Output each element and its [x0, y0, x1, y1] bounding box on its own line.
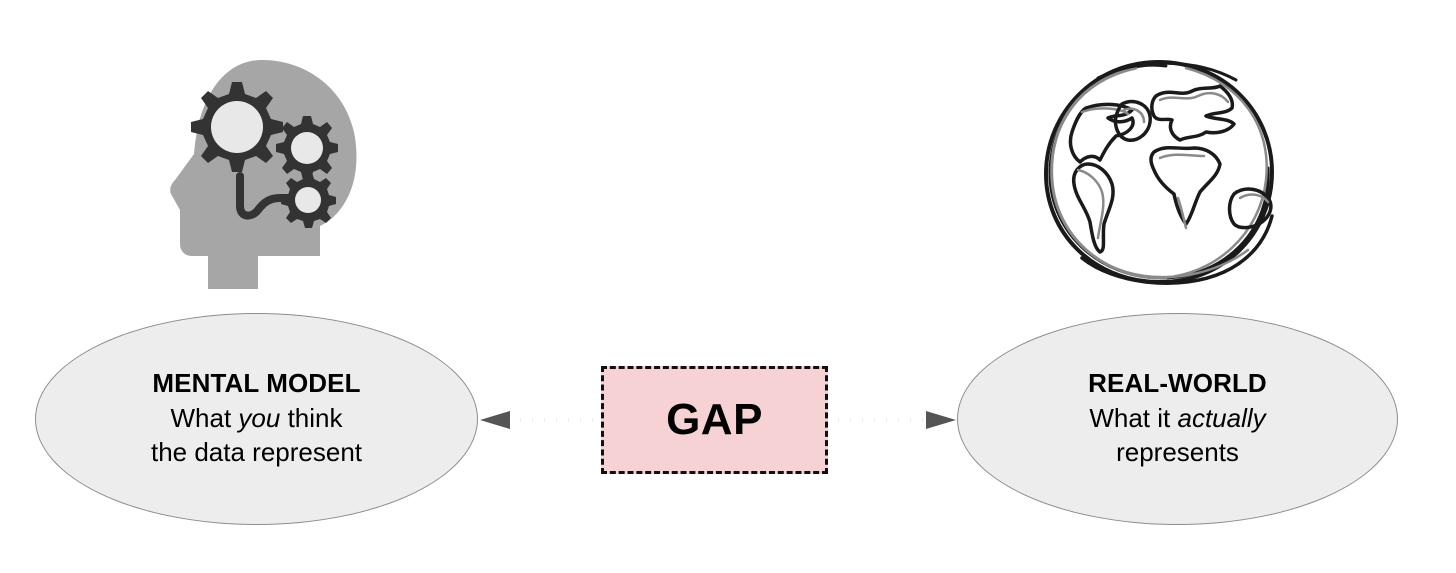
connector-gap-to-real-world: [826, 411, 956, 429]
connector-gap-to-mental-model: [480, 411, 604, 429]
gear-small-upper-icon: [276, 116, 338, 180]
gap-label: GAP: [666, 395, 763, 444]
gear-large-icon: [191, 82, 283, 172]
mental-model-line-1-post: think: [280, 403, 343, 434]
mental-model-line-2: the data represent: [150, 437, 363, 468]
gear-small-lower-icon: [281, 172, 336, 228]
mental-model-line-1-emphasis: you: [238, 403, 281, 434]
node-mental-model[interactable]: MENTAL MODEL What you think the data rep…: [35, 313, 478, 525]
head-with-gears-icon: [170, 58, 366, 290]
globe-sketch-icon: [1028, 52, 1290, 292]
node-gap[interactable]: GAP: [601, 366, 828, 474]
real-world-line-1: What it actually: [1089, 401, 1265, 435]
real-world-line-1-pre: What it: [1089, 403, 1178, 434]
mental-model-title: MENTAL MODEL: [152, 368, 361, 399]
real-world-title: REAL-WORLD: [1088, 368, 1267, 399]
mental-model-line-1: What you think: [171, 401, 343, 435]
real-world-line-2: represents: [1116, 437, 1239, 468]
real-world-line-1-emphasis: actually: [1177, 403, 1266, 434]
node-real-world[interactable]: REAL-WORLD What it actually represents: [957, 313, 1398, 525]
mental-model-line-1-pre: What: [170, 403, 239, 434]
